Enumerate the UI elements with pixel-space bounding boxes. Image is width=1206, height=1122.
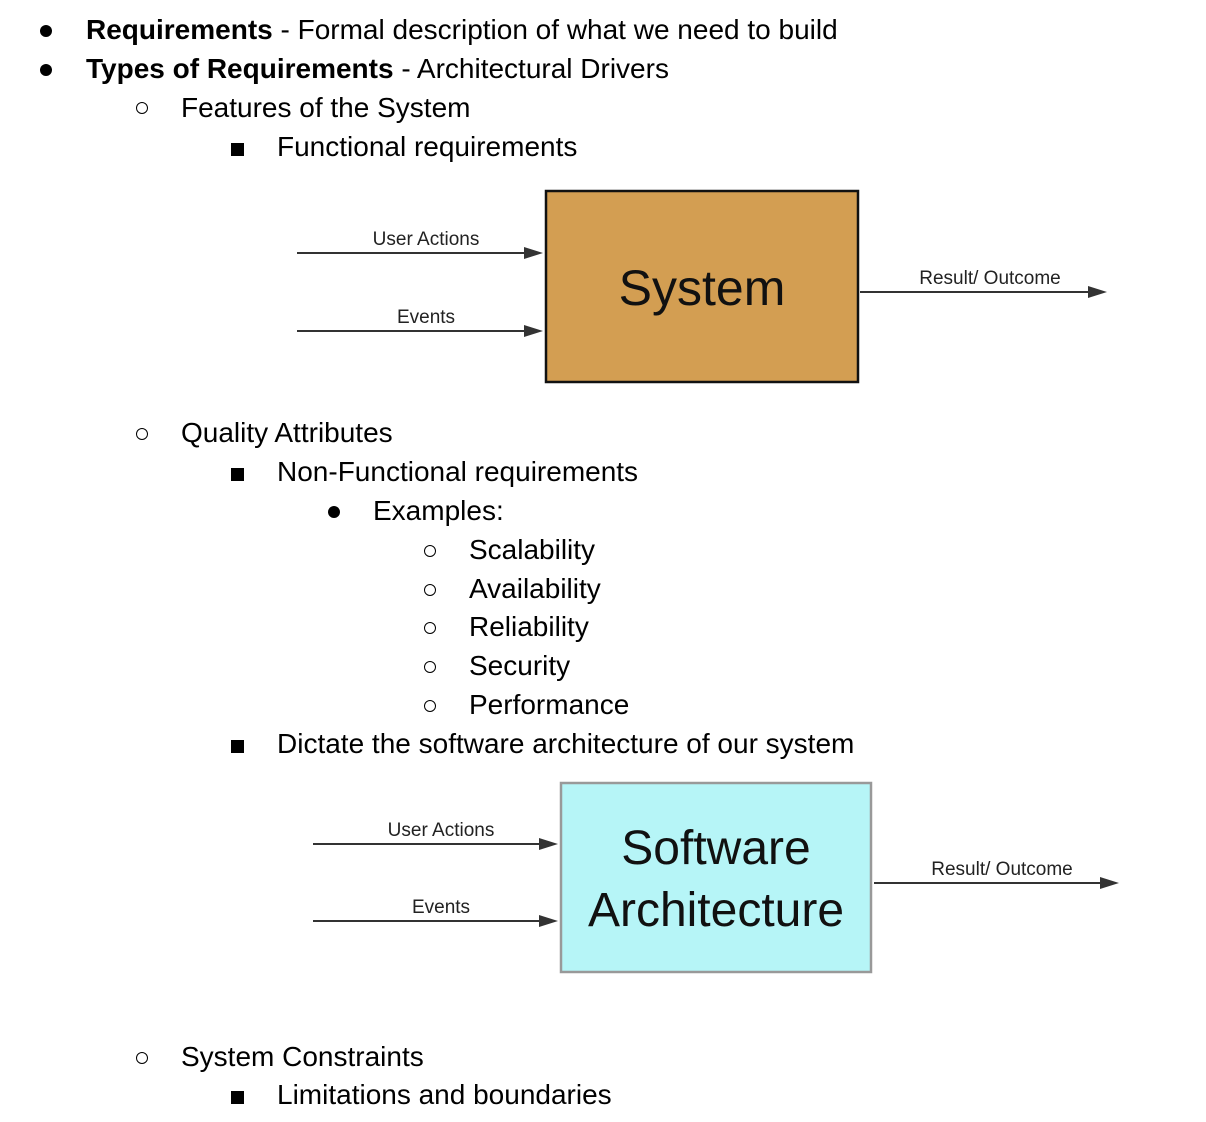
list-item-features: Features of the System	[181, 92, 471, 123]
bullet-circle	[136, 1052, 148, 1064]
arrowhead	[524, 325, 543, 337]
bullet-circle	[424, 661, 436, 673]
arrowhead	[1088, 286, 1107, 298]
events-label: Events	[412, 897, 470, 918]
bullet-circle	[136, 428, 148, 440]
system-box-label: System	[619, 260, 786, 316]
bullet-circle	[424, 545, 436, 557]
example-item: Reliability	[469, 611, 589, 642]
bullet-circle	[136, 102, 148, 114]
example-item: Scalability	[469, 534, 596, 565]
bullet-square	[231, 1091, 244, 1104]
types-description: - Architectural Drivers	[393, 53, 669, 84]
term-requirements: Requirements	[86, 14, 273, 45]
list-item-examples: Examples:	[373, 495, 504, 526]
bullet-square	[231, 143, 244, 156]
list-item-constraints: System Constraints	[181, 1041, 424, 1072]
arrowhead	[524, 247, 543, 259]
box-label-line1: Software	[621, 822, 810, 875]
list-item-quality: Quality Attributes	[181, 417, 393, 448]
list-item-limitations: Limitations and boundaries	[277, 1079, 612, 1110]
outcome-label: Result/ Outcome	[931, 859, 1073, 880]
bullet-dot	[40, 25, 52, 37]
example-item: Performance	[469, 689, 630, 720]
example-item: Availability	[469, 573, 601, 604]
list-item-nonfunctional: Non-Functional requirements	[277, 456, 639, 487]
list-item-requirements: Requirements - Formal description of wha…	[86, 13, 838, 47]
software-architecture-diagram: User Actions Events Software Architectur…	[313, 781, 1119, 974]
list-item-types-of-requirements: Types of Requirements - Architectural Dr…	[86, 52, 669, 86]
events-label: Events	[397, 307, 455, 328]
bullet-square	[231, 740, 244, 753]
user-actions-label: User Actions	[388, 820, 495, 841]
system-box	[544, 189, 860, 384]
box-label-line2: Architecture	[588, 884, 844, 937]
outcome-label: Result/ Outcome	[919, 268, 1061, 289]
arrowhead	[539, 838, 558, 850]
term-types-of-requirements: Types of Requirements	[86, 53, 394, 84]
example-item: Security	[469, 650, 571, 681]
bullet-dot	[328, 506, 340, 518]
bullet-square	[231, 468, 244, 481]
bullet-circle	[424, 700, 436, 712]
list-item-functional: Functional requirements	[277, 131, 578, 162]
list-item-dictate: Dictate the software architecture of our…	[277, 728, 855, 759]
arrowhead	[1100, 877, 1119, 889]
bullet-dot	[40, 64, 52, 76]
software-architecture-box	[559, 781, 873, 974]
bullet-circle	[424, 584, 436, 596]
user-actions-label: User Actions	[373, 229, 480, 250]
system-diagram: User Actions Events System Result/ Outco…	[297, 189, 1107, 384]
bullet-circle	[424, 622, 436, 634]
arrowhead	[539, 915, 558, 927]
requirements-description: - Formal description of what we need to …	[272, 14, 838, 45]
